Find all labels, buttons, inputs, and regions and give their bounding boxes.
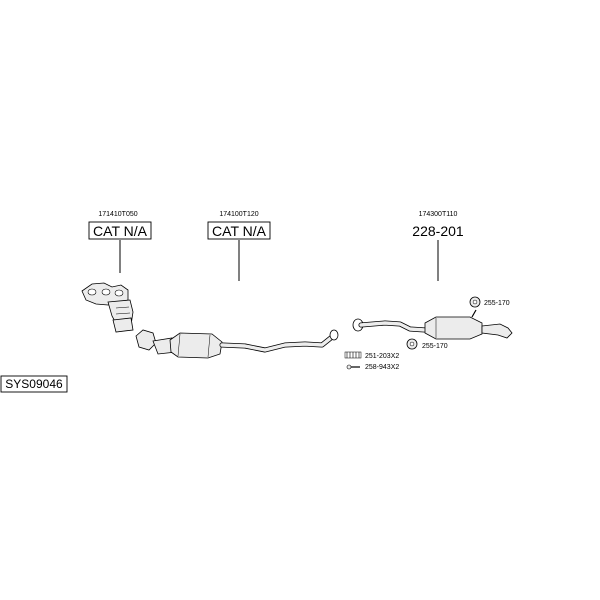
front-catalyst-manifold	[81, 282, 134, 333]
part-number-label: 174300T110	[419, 211, 458, 218]
part-code-label: CAT N/A	[212, 223, 267, 239]
bolt-icon	[346, 364, 360, 370]
part-code-label: CAT N/A	[93, 223, 148, 239]
middle-catalyst-pipe	[135, 329, 339, 359]
rubber-hanger-icon	[469, 296, 481, 308]
part-code-box	[88, 221, 152, 240]
accessory-label: 251-203X2	[365, 353, 399, 360]
spring-icon	[344, 351, 362, 359]
part-code-box	[207, 221, 271, 240]
rubber-hanger-icon	[406, 338, 418, 350]
part-number-label: 171410T050	[98, 211, 137, 218]
accessory-label: 255-170	[484, 300, 510, 307]
system-id-box	[0, 375, 68, 393]
rear-silencer	[352, 309, 513, 340]
accessory-label: 255-170	[422, 343, 448, 350]
part-number-label: 174100T120	[219, 211, 258, 218]
system-id: SYS09046	[5, 377, 63, 391]
accessory-label: 258-943X2	[365, 364, 399, 371]
part-code-label: 228-201	[412, 223, 464, 239]
